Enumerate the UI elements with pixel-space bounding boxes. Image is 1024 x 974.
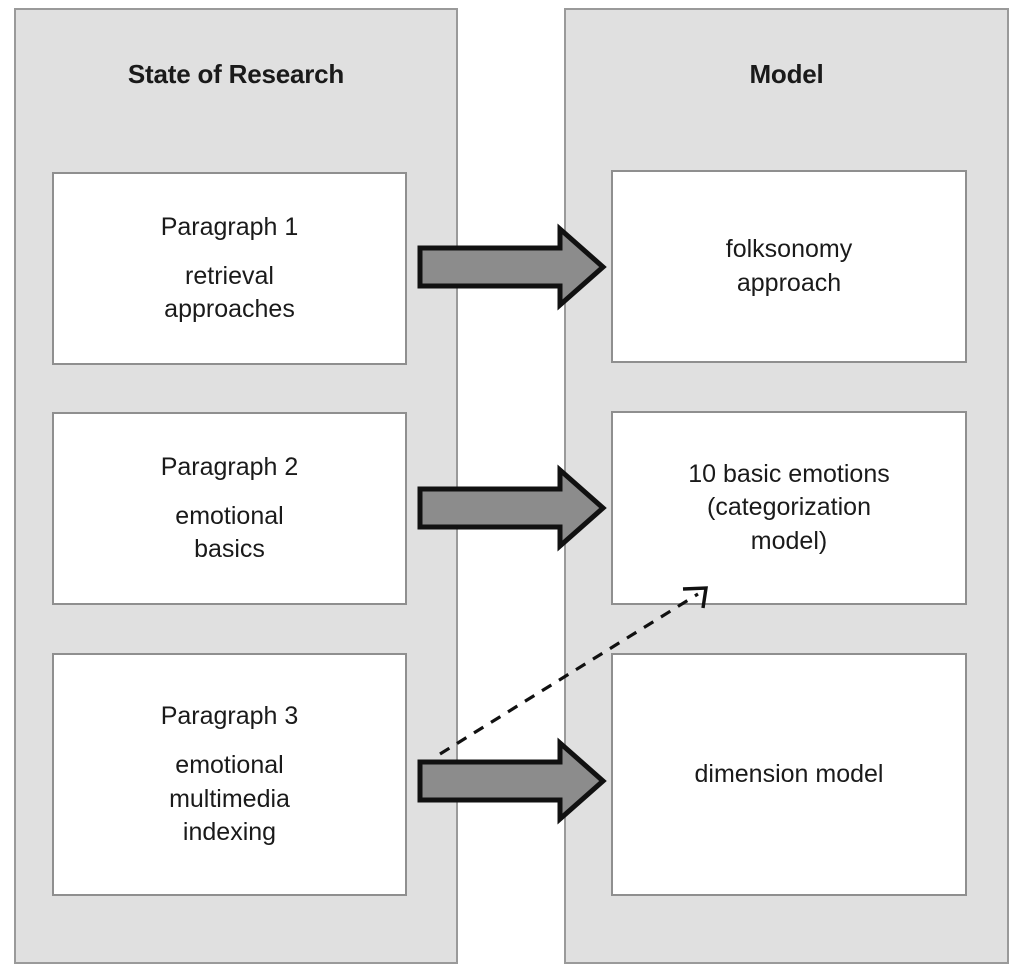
node-folksonomy-approach-line-2: approach	[736, 268, 842, 297]
node-paragraph-2-line-3: basics	[194, 535, 265, 564]
node-basic-emotions-line-3: model)	[750, 526, 828, 555]
node-folksonomy-approach-line-1: folksonomy	[725, 235, 853, 264]
node-dimension-model-line-1: dimension model	[694, 759, 884, 788]
panel-title-state-of-research: State of Research	[127, 59, 345, 89]
node-basic-emotions[interactable]: 10 basic emotions (categorization model)	[611, 411, 967, 605]
node-paragraph-3-line-4: indexing	[182, 817, 277, 846]
node-folksonomy-approach[interactable]: folksonomy approach	[611, 170, 967, 363]
node-paragraph-2-line-1: Paragraph 2	[160, 452, 299, 481]
node-paragraph-3-line-3: multimedia	[169, 784, 290, 813]
node-paragraph-1-line-2: retrieval	[185, 261, 274, 290]
node-paragraph-3-line-1: Paragraph 3	[160, 702, 299, 730]
node-paragraph-3[interactable]: Paragraph 3 emotional multimedia indexin…	[52, 653, 407, 896]
node-basic-emotions-line-1: 10 basic emotions	[688, 460, 890, 489]
node-paragraph-1[interactable]: Paragraph 1 retrieval approaches	[52, 172, 407, 365]
panel-title-model: Model	[749, 59, 824, 89]
node-basic-emotions-line-2: (categorization	[707, 493, 871, 522]
node-paragraph-2[interactable]: Paragraph 2 emotional basics	[52, 412, 407, 605]
node-paragraph-2-line-2: emotional	[175, 501, 284, 530]
node-paragraph-1-line-1: Paragraph 1	[160, 212, 299, 241]
node-dimension-model[interactable]: dimension model	[611, 653, 967, 896]
node-paragraph-3-line-2: emotional	[175, 751, 284, 780]
node-paragraph-1-line-3: approaches	[164, 295, 295, 324]
